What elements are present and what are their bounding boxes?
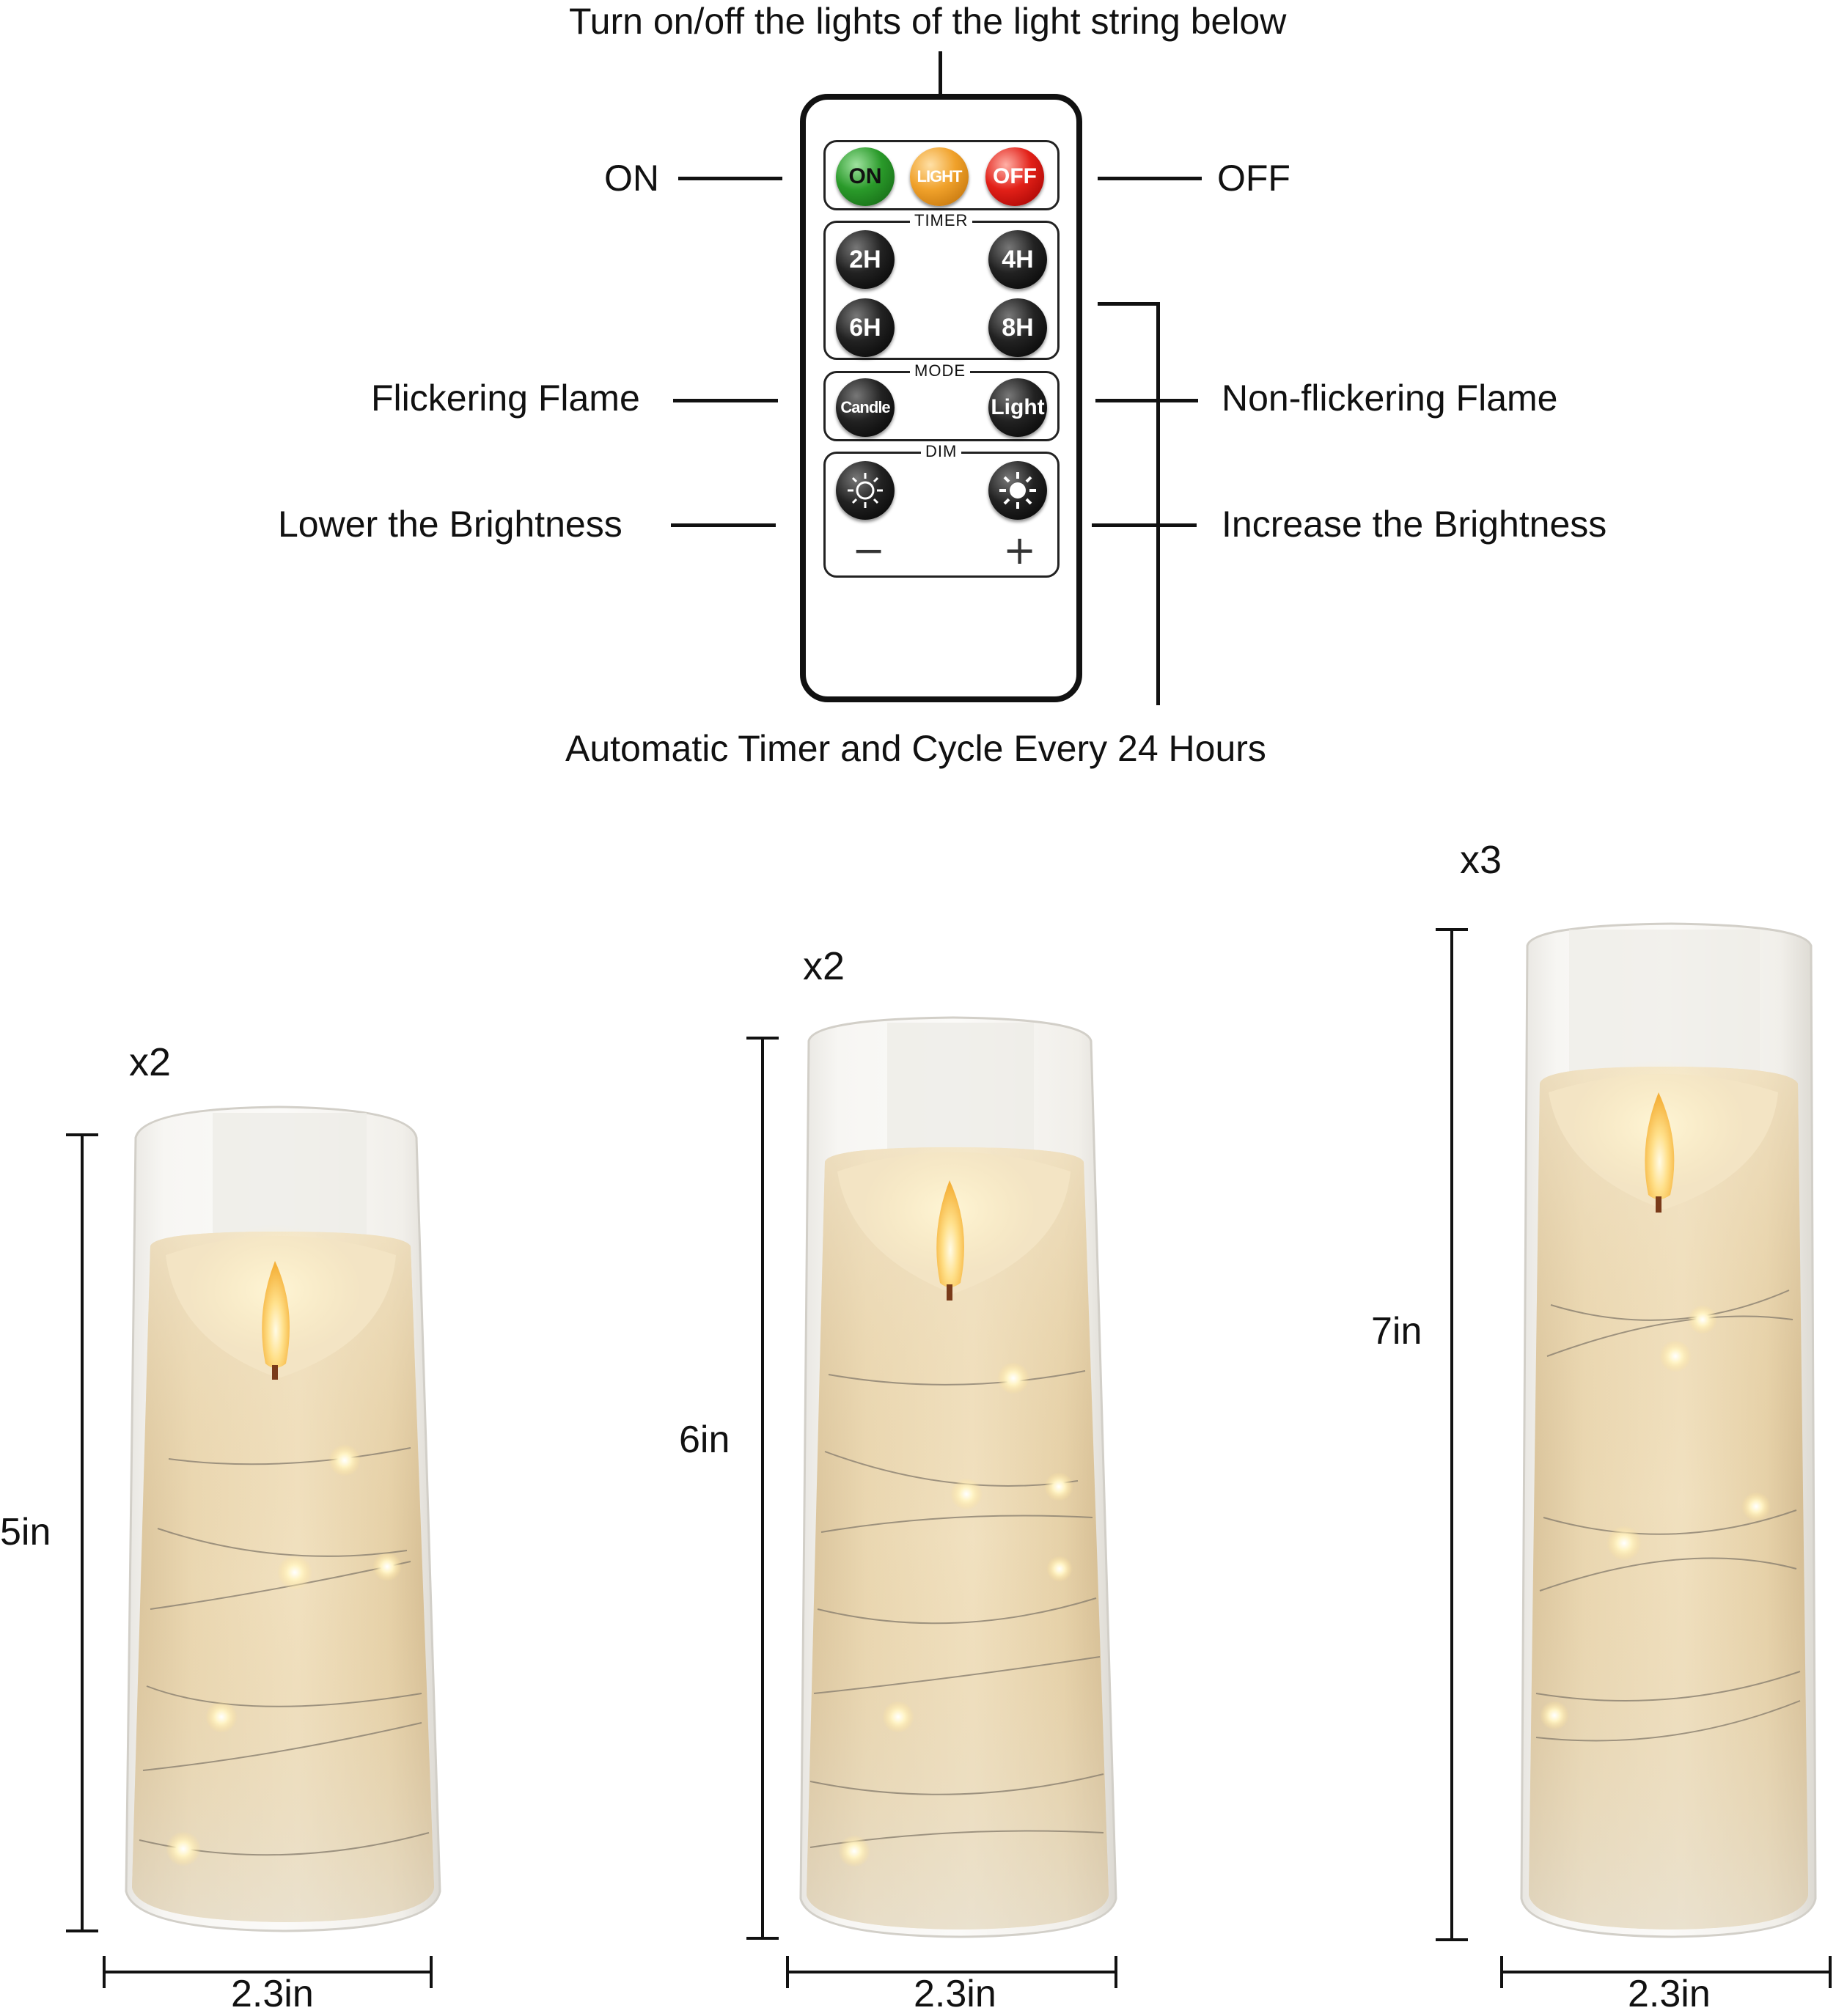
top-caption: Turn on/off the lights of the light stri…	[569, 1, 1287, 42]
leader-increase	[1092, 523, 1197, 527]
on-button[interactable]: ON	[836, 147, 895, 206]
timer-2h-button[interactable]: 2H	[836, 230, 895, 289]
candle-3-qty: x3	[1460, 838, 1502, 882]
candle-5in	[125, 1106, 441, 1932]
dim-up-button[interactable]	[988, 461, 1047, 520]
dim-title: DIM	[921, 442, 962, 461]
candle-1-qty: x2	[129, 1040, 172, 1084]
mode-title: MODE	[910, 361, 970, 380]
timer-bracket-line	[1156, 302, 1160, 705]
timer-leader	[1098, 302, 1156, 306]
sun-bright-icon	[999, 472, 1036, 509]
bottom-caption: Automatic Timer and Cycle Every 24 Hours	[565, 728, 1266, 769]
antenna-line	[939, 51, 942, 95]
candle-6in	[799, 1016, 1117, 1938]
dim-down-button[interactable]	[836, 461, 895, 520]
leader-flickering	[673, 399, 778, 402]
leader-on	[678, 177, 782, 180]
light-button[interactable]: LIGHT	[910, 147, 969, 206]
dimension-lines	[66, 928, 1832, 1988]
candle-2-height: 6in	[679, 1419, 730, 1461]
dim-button-group: DIM −	[823, 442, 1060, 578]
callout-non-flickering: Non-flickering Flame	[1222, 378, 1558, 419]
minus-sign: −	[852, 527, 886, 573]
timer-button-group: TIMER 2H 4H 6H 8H	[823, 211, 1060, 360]
candle-3-width: 2.3in	[1628, 1973, 1711, 2015]
candle-2-qty: x2	[803, 944, 845, 988]
callout-on: ON	[604, 158, 659, 199]
callout-off: OFF	[1217, 158, 1290, 199]
callout-increase: Increase the Brightness	[1222, 504, 1607, 545]
candle-1-height: 5in	[0, 1511, 51, 1553]
sun-dim-icon	[848, 473, 883, 508]
timer-4h-button[interactable]: 4H	[988, 230, 1047, 289]
candle-2-width: 2.3in	[914, 1973, 996, 2015]
callout-flickering: Flickering Flame	[371, 378, 640, 419]
plus-sign: +	[1003, 527, 1037, 573]
timer-title: TIMER	[910, 211, 973, 230]
candle-1-width: 2.3in	[231, 1973, 314, 2015]
callout-lower: Lower the Brightness	[278, 504, 623, 545]
candle-3-height: 7in	[1371, 1310, 1422, 1353]
leader-non-flickering	[1095, 399, 1198, 402]
remote-control: ON LIGHT OFF TIMER 2H 4H 6H 8H MODE Cand…	[800, 94, 1082, 702]
candle-7in	[1520, 922, 1817, 1938]
light-mode-button[interactable]: Light	[988, 378, 1047, 437]
power-button-group: ON LIGHT OFF	[823, 140, 1060, 210]
timer-6h-button[interactable]: 6H	[836, 298, 895, 357]
off-button[interactable]: OFF	[985, 147, 1044, 206]
leader-lower	[671, 523, 776, 527]
candle-mode-button[interactable]: Candle	[836, 378, 895, 437]
mode-button-group: MODE Candle Light	[823, 361, 1060, 441]
timer-8h-button[interactable]: 8H	[988, 298, 1047, 357]
leader-off	[1098, 177, 1202, 180]
